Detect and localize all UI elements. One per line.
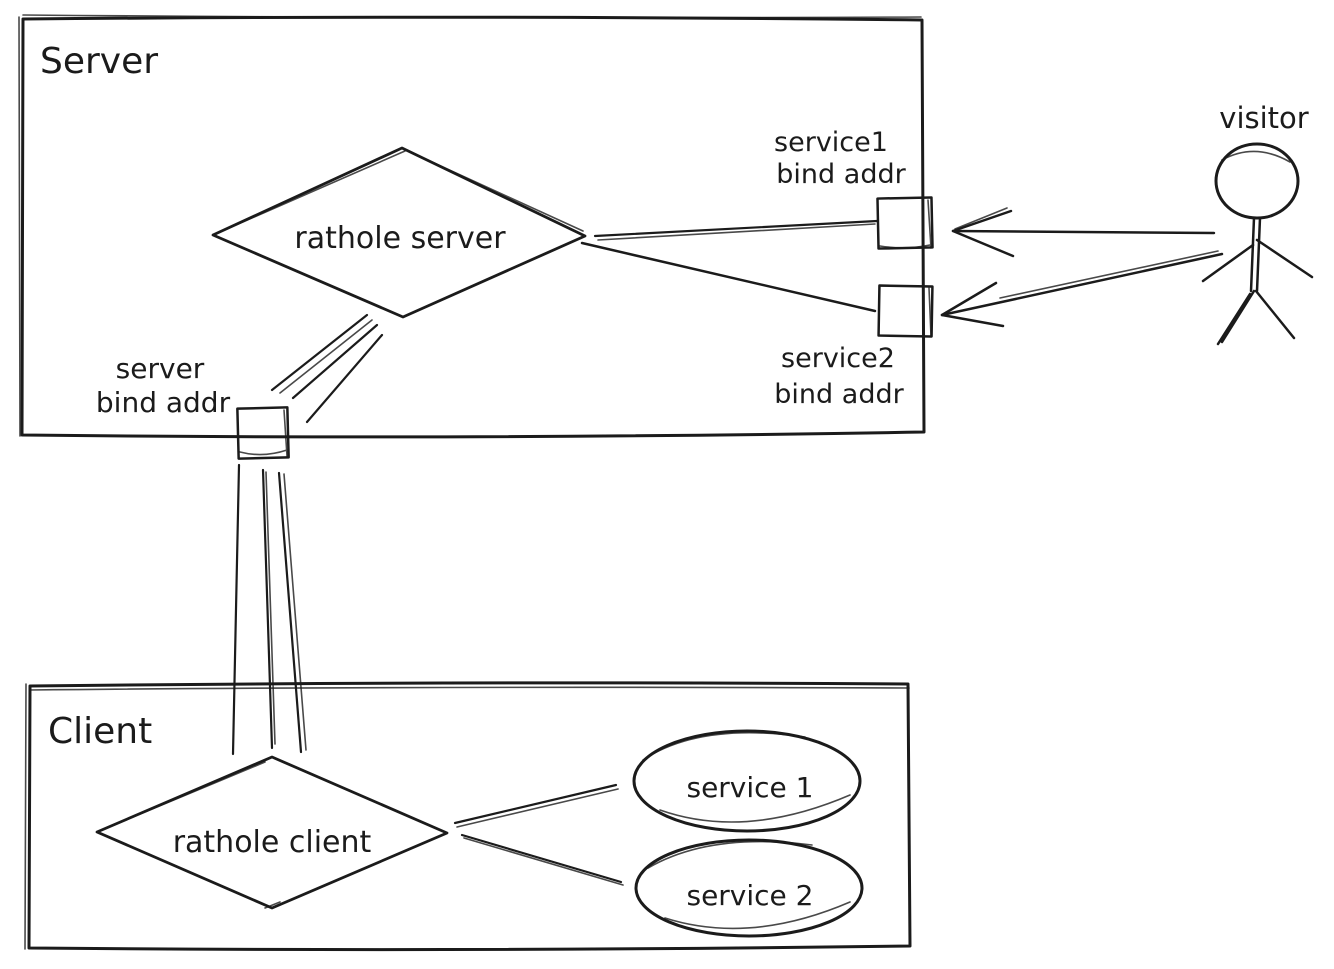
arrowhead-left-icon bbox=[940, 281, 1005, 328]
visitor-label: visitor bbox=[1219, 101, 1308, 135]
client-box: Client bbox=[24, 681, 912, 952]
server-to-service2-line bbox=[580, 241, 877, 313]
visitor-arrow-service1 bbox=[951, 207, 1216, 258]
service2-bind-square bbox=[877, 284, 934, 338]
server-box: Server bbox=[18, 14, 926, 439]
server-bind-label-line1: server bbox=[116, 352, 205, 385]
service2-label: service 2 bbox=[686, 879, 813, 912]
visitor-head bbox=[1214, 142, 1300, 220]
service1-bind-label-line2: bind addr bbox=[776, 159, 906, 190]
server-tunnel-hatch-lines bbox=[270, 313, 384, 424]
rathole-server-diamond: rathole server bbox=[211, 146, 587, 319]
server-bind-label: server bind addr bbox=[96, 352, 231, 419]
server-to-service1-line bbox=[593, 219, 879, 241]
rathole-client-label: rathole client bbox=[173, 825, 372, 860]
rathole-server-label: rathole server bbox=[294, 221, 506, 256]
rathole-client-diamond: rathole client bbox=[95, 755, 449, 910]
service1-bind-label: service1 bind addr bbox=[774, 127, 907, 190]
visitor-body bbox=[1249, 216, 1262, 293]
server-bind-square bbox=[236, 406, 290, 460]
visitor-figure: visitor bbox=[1201, 101, 1314, 346]
service1-bind-square bbox=[876, 196, 934, 250]
visitor-arrow-service2 bbox=[940, 250, 1224, 328]
service1-bind-label-line1: service1 bbox=[774, 127, 888, 158]
server-box-label: Server bbox=[40, 41, 158, 82]
visitor-arms bbox=[1201, 238, 1314, 283]
server-bind-to-client-lines bbox=[231, 463, 307, 756]
service2-node: service 2 bbox=[634, 838, 864, 938]
service2-bind-label: service2 bind addr bbox=[774, 343, 904, 410]
service1-node: service 1 bbox=[632, 729, 862, 833]
service2-bind-label-line1: service2 bbox=[781, 343, 895, 374]
client-to-service1-line bbox=[453, 783, 619, 828]
service1-label: service 1 bbox=[686, 771, 813, 804]
client-to-service2-line bbox=[460, 833, 624, 886]
arrowhead-left-icon bbox=[951, 209, 1015, 258]
service2-bind-label-line2: bind addr bbox=[774, 379, 904, 410]
server-bind-label-line2: bind addr bbox=[96, 386, 231, 419]
client-box-label: Client bbox=[48, 711, 152, 752]
visitor-legs bbox=[1216, 289, 1296, 346]
